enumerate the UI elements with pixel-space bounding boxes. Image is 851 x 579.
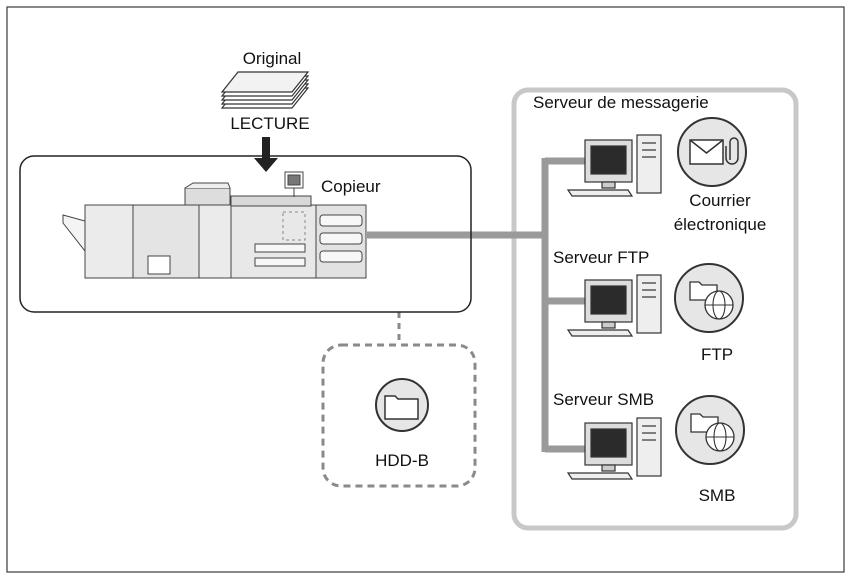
paper-stack-icon: [220, 71, 310, 109]
envelope-with-paperclip-icon: [677, 117, 747, 187]
hdd-folder-icon: [375, 378, 429, 432]
smb-service-label: SMB: [699, 486, 736, 505]
smb-server-name: Serveur SMB: [553, 390, 654, 409]
storage-box: [321, 343, 477, 488]
copier-label: Copieur: [321, 177, 381, 196]
copier-machine-icon: [62, 171, 367, 279]
mail-server-group-title: Serveur de messagerie: [533, 93, 709, 112]
smb-folder-globe-icon: [675, 395, 745, 465]
ftp-service-label: FTP: [701, 345, 733, 364]
ftp-server-name: Serveur FTP: [553, 248, 649, 267]
ftp-server-computer-icon: [566, 274, 662, 337]
email-service-label-line1: Courrier: [689, 191, 751, 210]
storage-label: HDD-B: [375, 451, 429, 470]
scan-arrow: [254, 137, 278, 172]
ftp-folder-globe-icon: [674, 263, 744, 333]
network-lines: [367, 157, 585, 453]
copier-box: [19, 155, 472, 313]
email-service-label-line2: électronique: [674, 215, 767, 234]
smb-server-computer-icon: [566, 417, 662, 480]
original-action: LECTURE: [230, 114, 309, 133]
original-title: Original: [243, 49, 302, 68]
mail-server-computer-icon: [566, 134, 662, 197]
mail-server-group: [511, 87, 799, 531]
